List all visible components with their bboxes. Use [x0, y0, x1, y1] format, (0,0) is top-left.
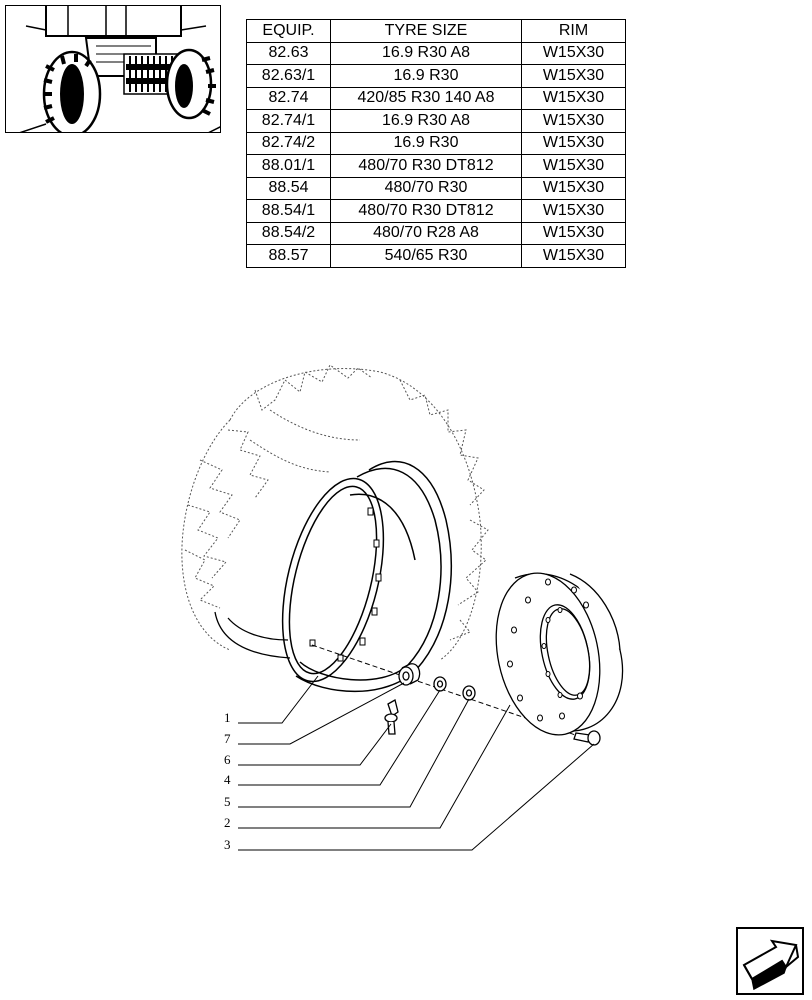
callout-7: 7 — [224, 731, 231, 746]
callout-4: 4 — [224, 772, 231, 787]
washer-icon — [462, 685, 476, 701]
next-page-arrow-icon — [736, 927, 804, 995]
tyre-size-cell: 480/70 R30 DT812 — [330, 199, 522, 223]
column-header-tyre-size: TYRE SIZE — [330, 19, 522, 43]
column-header-rim: RIM — [521, 19, 626, 43]
equip-cell: 88.01/1 — [246, 154, 331, 178]
equip-cell: 88.54 — [246, 176, 331, 200]
table-row: 88.54/2 480/70 R28 A8 W15X30 — [246, 221, 626, 245]
tyre-size-cell: 540/65 R30 — [330, 244, 522, 268]
next-page-button[interactable] — [736, 927, 804, 995]
equip-cell: 82.74/2 — [246, 131, 331, 155]
equip-cell: 88.54/2 — [246, 221, 331, 245]
rim-cell: W15X30 — [521, 154, 626, 178]
equip-cell: 82.63 — [246, 41, 331, 65]
tractor-front-thumbnail-icon — [19, 6, 220, 132]
tyre-size-cell: 480/70 R30 — [330, 176, 522, 200]
tyre-size-cell: 16.9 R30 — [330, 131, 522, 155]
tyre-size-cell: 16.9 R30 A8 — [330, 109, 522, 133]
rim-cell: W15X30 — [521, 86, 626, 110]
table-header-row: EQUIP. TYRE SIZE RIM — [246, 19, 626, 43]
tyre-size-cell: 480/70 R30 DT812 — [330, 154, 522, 178]
table-row: 82.74/1 16.9 R30 A8 W15X30 — [246, 109, 626, 133]
callout-2: 2 — [224, 815, 231, 830]
equip-cell: 88.54/1 — [246, 199, 331, 223]
column-header-equip: EQUIP. — [246, 19, 331, 43]
bolt-icon — [573, 730, 601, 746]
rim-cell: W15X30 — [521, 244, 626, 268]
rim-cell: W15X30 — [521, 176, 626, 200]
callout-6: 6 — [224, 752, 231, 767]
callout-3: 3 — [224, 837, 231, 852]
table-row: 88.54 480/70 R30 W15X30 — [246, 176, 626, 200]
spacer-icon — [398, 663, 421, 686]
tyre-spec-table: EQUIP. TYRE SIZE RIM 82.63 16.9 R30 A8 W… — [246, 19, 626, 268]
equip-cell: 88.57 — [246, 244, 331, 268]
rim-cell: W15X30 — [521, 41, 626, 65]
nut-icon — [433, 676, 447, 692]
table-row: 88.57 540/65 R30 W15X30 — [246, 244, 626, 268]
table-row: 88.01/1 480/70 R30 DT812 W15X30 — [246, 154, 626, 178]
callout-1: 1 — [224, 710, 231, 725]
tyre-size-cell: 420/85 R30 140 A8 — [330, 86, 522, 110]
rim-cell: W15X30 — [521, 131, 626, 155]
rim-cell: W15X30 — [521, 199, 626, 223]
tyre-outline-icon — [181, 364, 489, 661]
wheel-disc-icon — [495, 572, 624, 736]
callout-5: 5 — [224, 794, 231, 809]
table-row: 82.74 420/85 R30 140 A8 W15X30 — [246, 86, 626, 110]
rim-cell: W15X30 — [521, 109, 626, 133]
equip-cell: 82.74/1 — [246, 109, 331, 133]
tyre-size-cell: 480/70 R28 A8 — [330, 221, 522, 245]
equip-cell: 82.63/1 — [246, 64, 331, 88]
tractor-thumbnail — [5, 5, 221, 133]
table-row: 82.63 16.9 R30 A8 W15X30 — [246, 41, 626, 65]
rim-cell: W15X30 — [521, 221, 626, 245]
tyre-body-icon — [214, 611, 291, 659]
table-row: 82.74/2 16.9 R30 W15X30 — [246, 131, 626, 155]
table-row: 88.54/1 480/70 R30 DT812 W15X30 — [246, 199, 626, 223]
rim-icon — [281, 460, 452, 693]
